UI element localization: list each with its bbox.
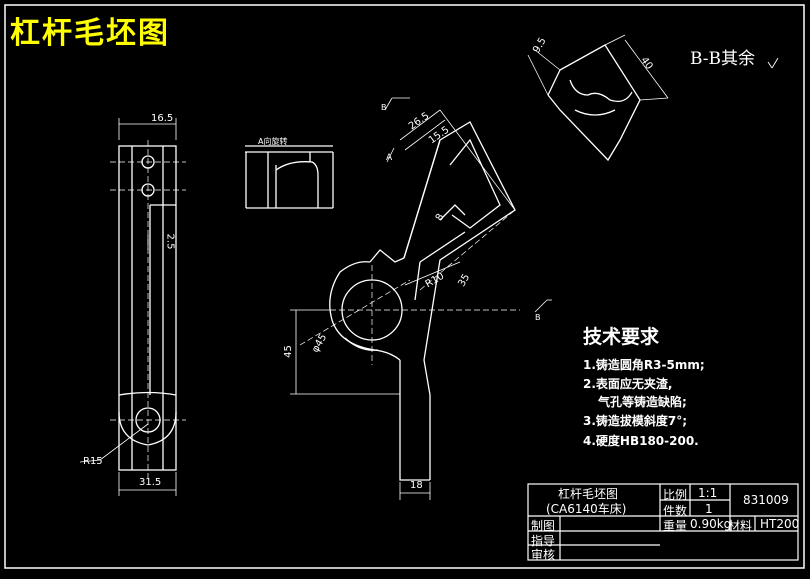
a-view <box>245 145 334 209</box>
tb-weight-value: 0.90kg <box>690 517 732 531</box>
dim-w18: 18 <box>410 480 423 491</box>
centerlines-front <box>299 209 520 365</box>
title-block <box>527 483 799 561</box>
marker-b-right: B <box>535 313 541 322</box>
tb-scale-label: 比例 <box>663 488 688 502</box>
tb-drawn-label: 制图 <box>531 519 556 533</box>
dim-side-small: 2.5 <box>164 233 176 250</box>
tech-item-5: 4.硬度HB180-200. <box>583 434 699 448</box>
dim-side-width: 16.5 <box>151 113 174 124</box>
tb-material-label: 材料 <box>728 519 753 533</box>
tb-machine: (CA6140车床) <box>546 502 627 516</box>
view-label-a: A向旋转 <box>258 137 288 146</box>
tech-heading: 技术要求 <box>583 326 660 348</box>
tb-check-label: 指导 <box>531 534 556 548</box>
tb-qty-value: 1 <box>705 502 713 516</box>
tb-weight-label: 重量 <box>663 519 688 533</box>
tech-item-2: 2.表面应无夹渣, <box>583 377 673 391</box>
front-view <box>329 121 516 481</box>
tech-item-1: 1.铸造圆角R3-5mm; <box>583 358 705 372</box>
dim-radius: R15 <box>83 456 103 467</box>
marker-a: A <box>386 153 393 163</box>
drawing-title: 杠杆毛坯图 <box>10 16 170 51</box>
tb-material-value: HT200 <box>760 517 800 531</box>
tb-scale-value: 1:1 <box>698 486 718 500</box>
section-view <box>527 34 779 162</box>
tb-qty-label: 件数 <box>663 504 688 518</box>
dim-h45: 45 <box>282 345 294 358</box>
marker-b-top: B <box>381 103 387 112</box>
dim-base-width: 31.5 <box>139 477 162 488</box>
dim-lines-front <box>290 97 552 500</box>
side-view <box>79 118 177 496</box>
tb-approve-label: 审核 <box>531 548 556 562</box>
tb-drawing-no: 831009 <box>743 493 789 507</box>
section-note: B-B其余 <box>690 49 756 69</box>
tech-item-4: 3.铸造拔模斜度7°; <box>583 414 688 428</box>
tech-item-3: 气孔等铸造缺陷; <box>598 395 687 409</box>
tb-part-name: 杠杆毛坯图 <box>558 487 619 501</box>
centerlines-side <box>110 140 186 480</box>
drawing-frame <box>4 4 805 569</box>
